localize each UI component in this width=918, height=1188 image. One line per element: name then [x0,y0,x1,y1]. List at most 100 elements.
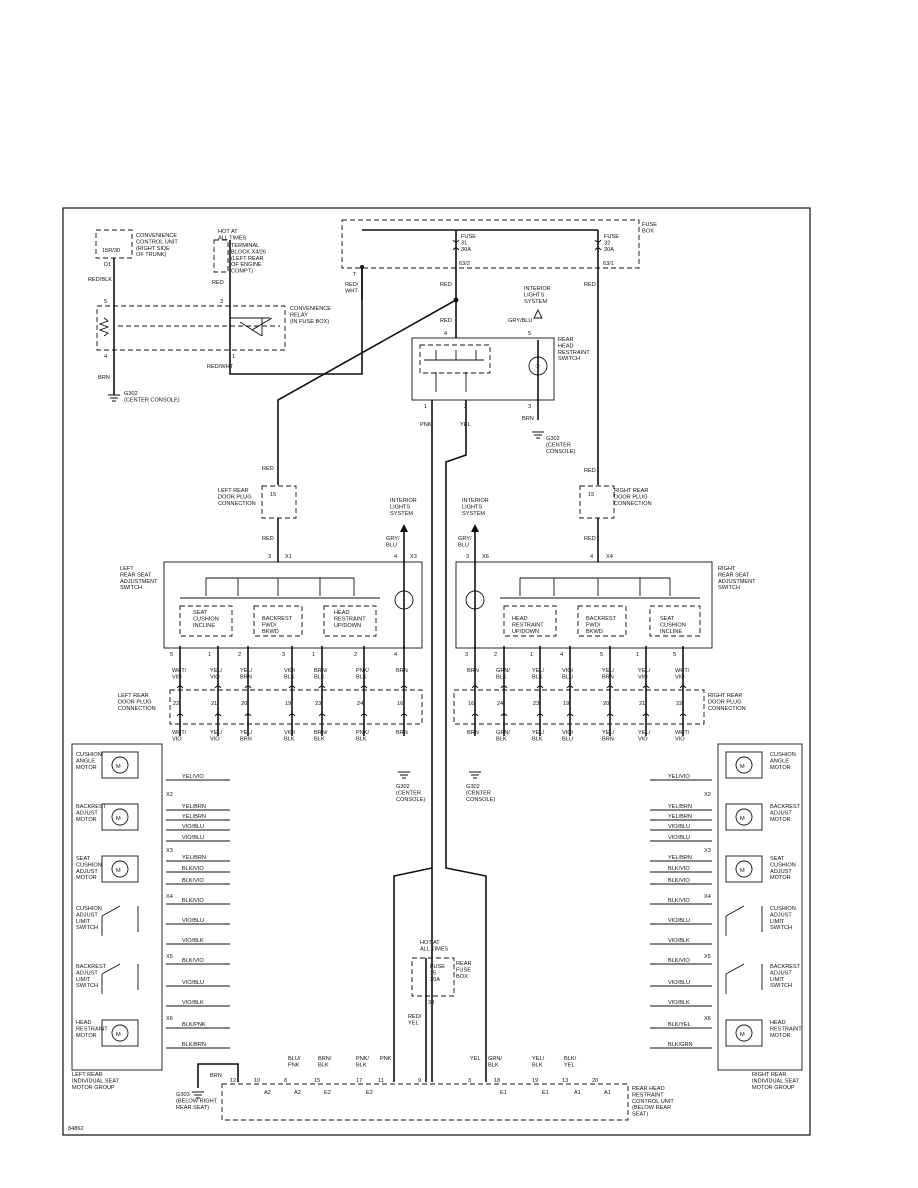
wire-red-switch: RED [440,318,452,324]
left-motor-wire-label: VIO/BLU [182,918,204,924]
left-switch-top-pin-4: 4 [394,554,397,560]
left-plug-pin: 21 [211,701,217,707]
left-switch-pin: 2 [354,652,357,658]
control-unit-pin: 20 [592,1078,598,1084]
control-unit-pin: 3 [468,1078,471,1084]
right-switch-wire-label: BRN [467,668,479,674]
control-unit-wire-label: YEL [470,1056,481,1062]
right-plug-terminal [642,685,650,717]
left-switch-pin: 1 [208,652,211,658]
right-connector-label: X3 [704,848,711,854]
left-switch-top-conn-x3: X3 [410,554,417,560]
right-limit-switch-icon [725,963,763,994]
left-motor-wire-label: YEL/BRN [182,814,206,820]
right-motor-box [725,751,763,779]
control-unit-wire-label: BLK/YEL [564,1056,577,1068]
right-motor-icon [735,808,753,826]
relay-pin-1: 1 [232,354,235,360]
left-switch-wire-label: YEL/VIO [210,668,223,680]
ccu-pin: D1 [104,262,111,268]
left-switch-pin: 4 [394,652,397,658]
right-motor-glyph: M [740,1032,745,1038]
right-plug-terminal [606,685,614,717]
control-unit-pin: 10 [254,1078,260,1084]
left-connector-label: X3 [166,848,173,854]
control-unit-terminal: E1 [500,1090,507,1096]
right-plug-pin: 16 [468,701,474,707]
control-unit-pin: 19 [532,1078,538,1084]
wire-brn-g303: BRN [210,1073,222,1079]
left-switch-wire-label: BRN [396,668,408,674]
right-plug-terminal [471,685,479,717]
right-plug-wire-label: BRN [467,730,479,736]
right-plug-pin: 20 [603,701,609,707]
left-connector-label: X2 [166,792,173,798]
left-motor-glyph: M [116,764,121,770]
right-motor-glyph: M [740,816,745,822]
control-unit-wire-label: PNK [380,1056,392,1062]
left-motor-wire-label: BLK/VIO [182,866,204,872]
left-plug-terminal [244,685,252,717]
left-plug-pin: 19 [285,701,291,707]
control-unit-pin: 11 [378,1078,384,1084]
rear-fuse-terminal: 38 [428,1000,434,1006]
right-switch-pin: 3 [465,652,468,658]
left-motor-wire-label: VIO/BLU [182,835,204,841]
left-plug-pin: 24 [357,701,363,707]
left-motor-glyph: M [116,868,121,874]
left-motor-box [101,1019,139,1047]
control-unit-pin: 17 [356,1078,362,1084]
control-unit-terminal: A2 [264,1090,271,1096]
left-motor-wire-label: VIO/BLU [182,824,204,830]
left-motor-wire-label: VIO/BLK [182,1000,204,1006]
right-motor-box [725,855,763,883]
left-motor-box [101,855,139,883]
right-plug-pin: 23 [533,701,539,707]
right-motor-wire-label: YEL/BRN [668,804,692,810]
rhr-pin-1: 1 [424,404,427,410]
control-unit-terminal: E2 [366,1090,373,1096]
control-unit-pin: 9 [418,1078,421,1084]
left-switch-wire-label: BRN/BLK [314,668,328,680]
right-motor-glyph: M [740,868,745,874]
relay-pin-3: 3 [220,299,223,305]
right-motor-wire-label: BLK/VIO [668,898,690,904]
left-motor-wire-label: BLK/VIO [182,878,204,884]
left-motor-wire-label: BLK/VIO [182,898,204,904]
control-unit-pin: 18 [494,1078,500,1084]
right-motor-icon [735,1024,753,1042]
wire-t: T [353,272,357,278]
control-unit-terminal: A1 [604,1090,611,1096]
control-unit-terminal: E1 [542,1090,549,1096]
figure-id: 84862 [68,1126,84,1132]
wire-gry-blu-right: GRY/BLU [458,536,472,548]
left-switch-wire-label: WHT/VIO [172,668,187,680]
left-motor-wire-label: YEL/BRN [182,855,206,861]
ccu-terminal: 15R/30 [102,248,120,254]
left-plug-pin: 16 [397,701,403,707]
right-connector-label: X2 [704,792,711,798]
control-unit-terminal: A2 [294,1090,301,1096]
